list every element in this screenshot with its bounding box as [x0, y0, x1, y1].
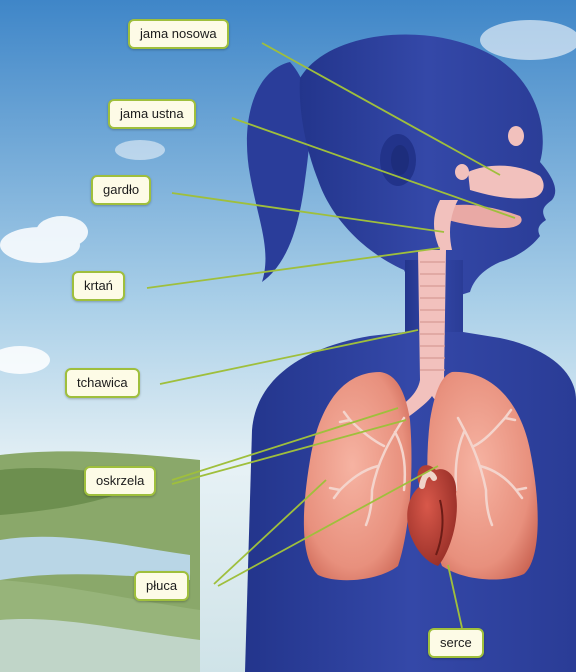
label-oral-cavity: jama ustna: [108, 99, 196, 129]
label-trachea: tchawica: [65, 368, 140, 398]
label-throat: gardło: [91, 175, 151, 205]
label-bronchi: oskrzela: [84, 466, 156, 496]
label-lungs: płuca: [134, 571, 189, 601]
label-larynx: krtań: [72, 271, 125, 301]
label-heart: serce: [428, 628, 484, 658]
label-nasal-cavity: jama nosowa: [128, 19, 229, 49]
